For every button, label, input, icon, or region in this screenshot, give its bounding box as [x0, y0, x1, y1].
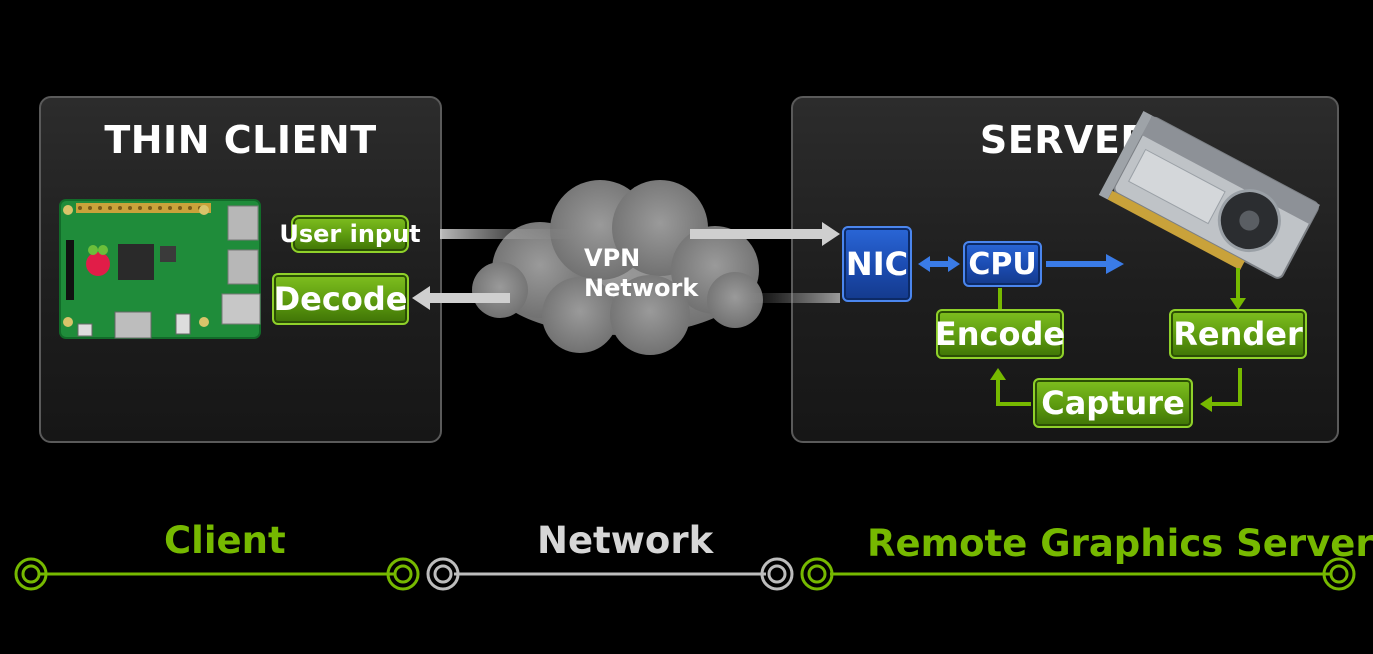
blue-arrows — [918, 254, 1124, 274]
stage-label-server: Remote Graphics Server — [867, 522, 1373, 565]
stage-label-network: Network — [537, 519, 714, 562]
raspberry-pi-board-icon — [59, 199, 261, 339]
vpn-label-line2: Network — [584, 274, 699, 302]
green-pipeline-arrows — [996, 268, 1242, 406]
stage-label-client: Client — [164, 519, 286, 562]
render-box: Render — [1169, 309, 1307, 359]
network-arrows — [412, 222, 840, 310]
green-arrowheads — [990, 298, 1246, 412]
vpn-label-line1: VPN — [584, 244, 641, 272]
cloud-icon — [472, 180, 763, 355]
user-input-box: User input — [279, 215, 421, 253]
cpu-box: CPU — [963, 241, 1042, 287]
encode-box: Encode — [935, 309, 1065, 359]
timeline — [14, 557, 1356, 591]
vpn-network-label: VPN Network — [584, 243, 698, 303]
thin-client-title: THIN CLIENT — [104, 118, 377, 162]
gpu-card-icon — [1098, 110, 1321, 279]
nic-box: NIC — [842, 226, 912, 302]
decode-box: Decode — [272, 273, 409, 325]
capture-box: Capture — [1033, 378, 1193, 428]
